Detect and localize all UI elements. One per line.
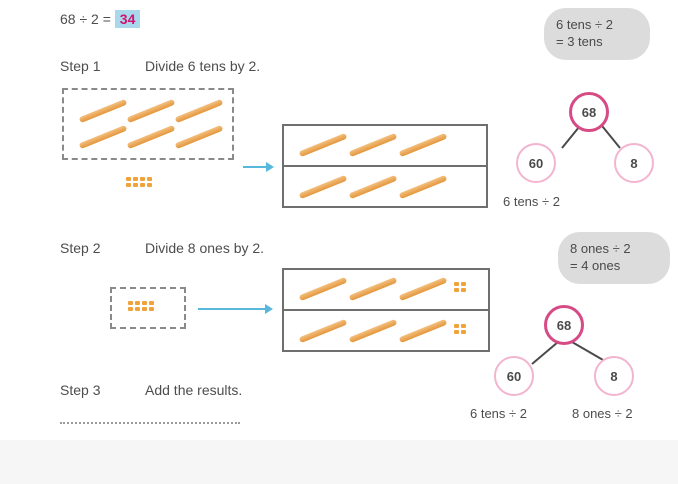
tens-stick: [298, 276, 348, 302]
tens-stick: [398, 276, 448, 302]
tens-stick: [78, 124, 128, 150]
tens-stick: [174, 124, 224, 150]
step2-arrow: [198, 308, 266, 310]
tens-stick: [348, 318, 398, 344]
step2-arrow-head: [265, 304, 273, 314]
step1-speech-bubble: 6 tens ÷ 2 = 3 tens: [544, 8, 650, 60]
step1-ones-cubes: [126, 177, 152, 187]
tens-stick: [398, 318, 448, 344]
step1-bond-caption: 6 tens ÷ 2: [503, 194, 561, 209]
answer-box: 34: [114, 10, 141, 28]
step2-bond-left: 60: [494, 356, 534, 396]
tens-stick: [298, 174, 348, 200]
step2-bond-whole: 68: [544, 305, 584, 345]
tens-stick: [298, 318, 348, 344]
tens-stick: [348, 132, 398, 158]
step3-text: Add the results.: [145, 382, 243, 398]
step2-bond-right: 8: [594, 356, 634, 396]
tens-stick: [298, 132, 348, 158]
tens-stick: [348, 276, 398, 302]
tens-stick: [348, 174, 398, 200]
step1-label: Step 1: [60, 58, 101, 74]
step2-ones-box: [110, 287, 186, 329]
division-equation: 68 ÷ 2 = 34: [60, 10, 141, 28]
tens-stick: [78, 98, 128, 124]
step3-label: Step 3: [60, 382, 101, 398]
tens-stick: [174, 98, 224, 124]
step2-result-box: [282, 268, 490, 352]
step1-bond-whole: 68: [569, 92, 609, 132]
group-divider: [284, 165, 486, 167]
tens-stick: [126, 98, 176, 124]
step2-text: Divide 8 ones by 2.: [145, 240, 265, 256]
clipped-text-line: [60, 420, 240, 424]
step2-label: Step 2: [60, 240, 101, 256]
step1-arrow-head: [266, 162, 274, 172]
step2-bond-caption-left: 6 tens ÷ 2: [470, 406, 528, 421]
ones-cubes: [454, 324, 466, 334]
step2-ones-cubes: [128, 301, 154, 311]
step2-bond-caption-right: 8 ones ÷ 2: [572, 406, 633, 421]
step1-bond-right: 8: [614, 143, 654, 183]
bottom-strip: [0, 440, 678, 484]
step1-result-box: [282, 124, 488, 208]
ones-cubes: [454, 282, 466, 292]
tens-stick: [126, 124, 176, 150]
step2-bubble-line1: 8 ones ÷ 2: [570, 241, 631, 256]
tens-stick: [398, 132, 448, 158]
tens-stick: [398, 174, 448, 200]
step1-bubble-line2: = 3 tens: [556, 34, 603, 49]
step1-bubble-line1: 6 tens ÷ 2: [556, 17, 614, 32]
step1-text: Divide 6 tens by 2.: [145, 58, 261, 74]
step2-bubble-line2: = 4 ones: [570, 258, 621, 273]
step1-arrow: [243, 166, 267, 168]
equation-text: 68 ÷ 2 =: [60, 11, 111, 27]
step1-bond-left: 60: [516, 143, 556, 183]
step2-speech-bubble: 8 ones ÷ 2 = 4 ones: [558, 232, 670, 284]
group-divider: [284, 309, 488, 311]
step1-tens-box: [62, 88, 234, 160]
